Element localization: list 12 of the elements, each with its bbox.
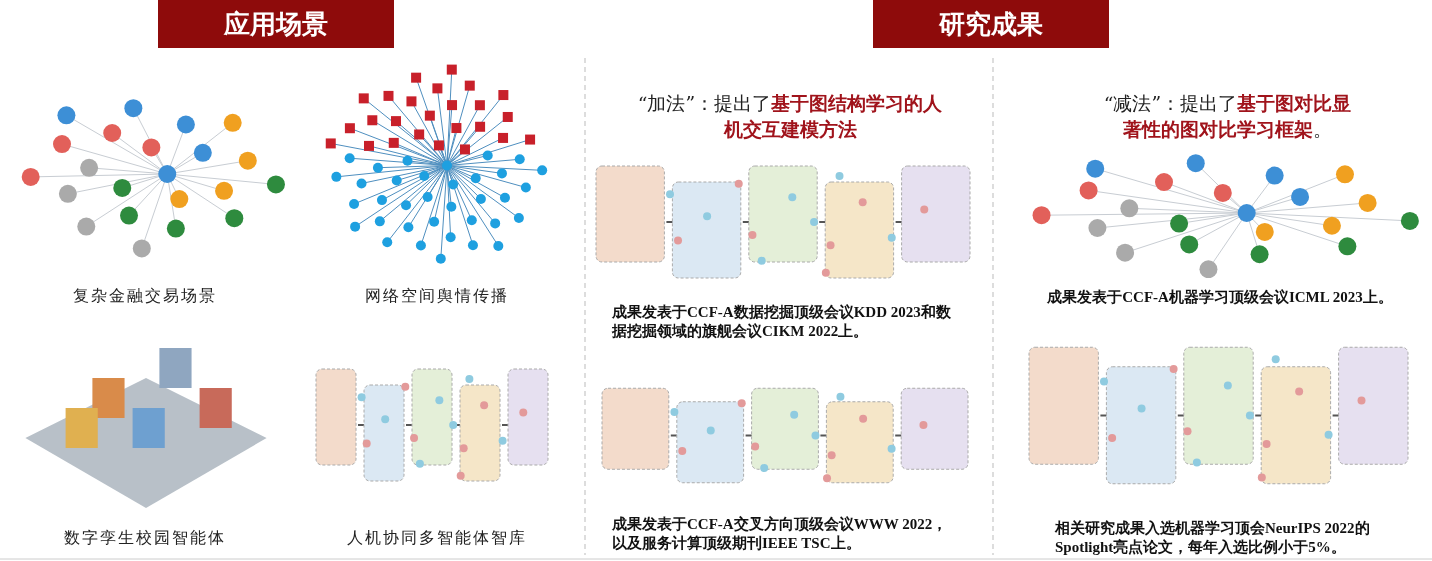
figure-caption: 人机协同多智能体智库 — [346, 528, 528, 549]
figure-caption: 复杂金融交易场景 — [72, 286, 218, 307]
figure-caption: 相关研究成果入选机器学习顶会NeurIPS 2022的Spotlight亮点论文，每年入选比例小于5%。 — [1055, 519, 1371, 557]
figure-caption: 成果发表于CCF-A数据挖掘顶级会议KDD 2023和数据挖掘领域的旗舰会议CIKM 2022上。 — [612, 303, 952, 341]
figure-caption: 网络空间舆情传播 — [364, 286, 510, 307]
figure-caption: 成果发表于CCF-A机器学习顶级会议ICML 2023上。 — [1046, 288, 1394, 307]
figure-caption: 数字孪生校园智能体 — [63, 528, 227, 549]
section-header: 应用场景 — [158, 0, 394, 48]
statement-text: “加法”：提出了基于图结构学习的人机交互建模方法 — [636, 91, 944, 142]
section-header: 研究成果 — [873, 0, 1109, 48]
statement-text: “减法”：提出了基于图对比显著性的图对比学习框架。 — [1102, 91, 1353, 142]
figure-caption: 成果发表于CCF-A交叉方向顶级会议WWW 2022，以及服务计算顶级期刊IEEE TSC上。 — [612, 515, 949, 553]
